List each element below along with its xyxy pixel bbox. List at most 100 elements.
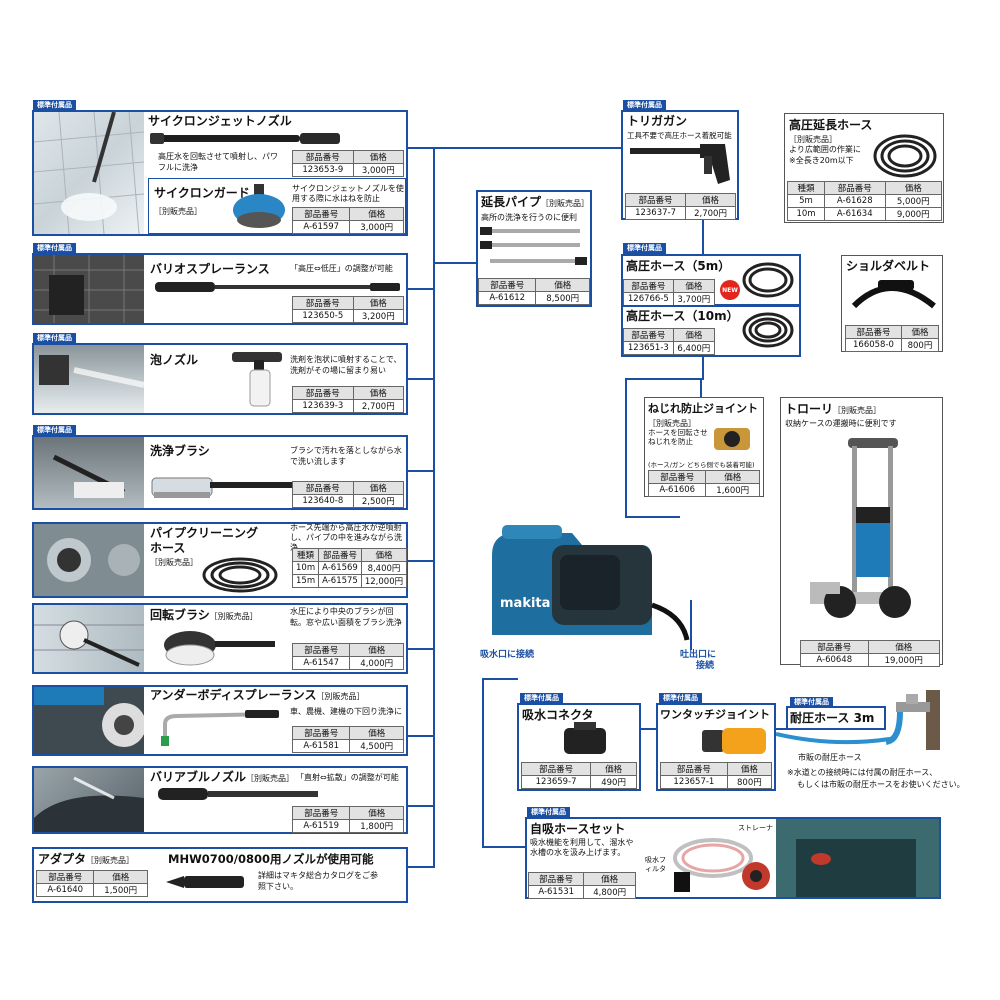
rotary-brush-desc: 水圧により中央のブラシが回転。窓や広い面積をブラシ洗浄 <box>290 607 402 627</box>
anti-twist-note: (ホース/ガン どちら側でも装着可能) <box>648 461 755 469</box>
col-price: 価格 <box>726 762 773 776</box>
part-number: 123653-9 <box>292 163 354 177</box>
pipe-cleaning-title-2: ホース <box>150 541 186 555</box>
connector-line <box>407 378 435 380</box>
part-number: A-61575 <box>318 574 362 588</box>
machine-brand-text: makita <box>500 596 550 611</box>
variable-nozzle-title: バリアブルノズル［別販売品］ <box>150 770 294 786</box>
connector-line <box>625 378 704 380</box>
car-wash-photo <box>34 768 144 832</box>
hose-10m-coil-image <box>742 312 794 348</box>
col-price: 価格 <box>349 207 404 221</box>
col-price: 価格 <box>672 279 716 293</box>
part-number: 166058-0 <box>845 338 902 352</box>
suction-connector-image <box>564 722 606 754</box>
col-part: 部品番号 <box>318 548 362 562</box>
type: 15m <box>291 574 320 588</box>
price: 3,700円 <box>672 292 716 306</box>
part-number: 123657-1 <box>660 775 728 789</box>
suction-connector-title: 吸水コネクタ <box>522 708 594 722</box>
pipe-cleaning-title-1: パイプクリーニング <box>150 526 259 540</box>
col-price: 価格 <box>352 150 405 164</box>
type: 5m <box>787 194 825 208</box>
part-number: A-61531 <box>527 885 585 899</box>
adapter-image <box>166 876 244 888</box>
market-hose-label: 市販の耐圧ホース <box>798 753 862 762</box>
market-hose-line <box>776 732 897 745</box>
strainer-label: ストレーナ <box>738 824 773 832</box>
pipe-cleaning-desc: ホース先端から高圧水が逆噴射し、パイプの中を進みながら洗浄 <box>290 523 402 552</box>
shoulder-belt-title: ショルダベルト <box>846 259 931 273</box>
part-number: A-61597 <box>291 220 351 234</box>
col-part: 部品番号 <box>35 870 95 884</box>
underbody-photo <box>34 687 144 754</box>
standard-tag: 標準付属品 <box>659 693 702 704</box>
connector-line <box>640 728 658 730</box>
pressure-hose-note-1: ※水道との接続時には付属の耐圧ホース、 <box>787 768 938 777</box>
hose-5m-title: 高圧ホース（5m） <box>626 259 731 273</box>
adapter-title: アダプタ［別販売品］ <box>38 852 134 868</box>
inlet-label: 吸水口に接続 <box>480 650 535 660</box>
connector-line <box>407 866 435 868</box>
cyclone-jet-desc: 高圧水を回転させて噴射し、パワフルに洗浄 <box>158 152 278 172</box>
part-number: A-61547 <box>291 656 351 670</box>
foam-nozzle-title: 泡ノズル <box>150 353 199 367</box>
price: 800円 <box>900 338 940 352</box>
anti-twist-joint-image <box>714 428 750 450</box>
rotary-brush-title: 回転ブラシ［別販売品］ <box>150 608 258 624</box>
col-part: 部品番号 <box>292 296 354 310</box>
price: 2,500円 <box>352 494 405 508</box>
part-number: A-61634 <box>823 207 886 221</box>
part-number: 123651-3 <box>623 341 674 355</box>
price: 4,000円 <box>349 656 404 670</box>
pressure-washer-machine-image: makita <box>492 525 690 641</box>
rotary-brush-image <box>164 631 275 666</box>
col-part: 部品番号 <box>823 181 886 195</box>
col-part: 部品番号 <box>291 806 351 820</box>
standard-tag: 標準付属品 <box>623 243 666 254</box>
col-type: 種類 <box>291 548 320 562</box>
self-suction-hose-image <box>673 838 770 892</box>
price: 5,000円 <box>884 194 943 208</box>
foam-photo <box>34 345 144 413</box>
col-type: 種類 <box>787 181 825 195</box>
hp-extension-hose-desc2: ※全長き20m以下 <box>789 156 854 165</box>
connector-line <box>407 805 435 807</box>
connector-line <box>700 378 702 398</box>
part-number: 123659-7 <box>520 775 592 789</box>
filter-label: 吸水フィルタ <box>645 856 666 873</box>
foam-nozzle-desc: 洗剤を泡状に噴射することで、洗剤がその場に留まり易い <box>290 355 402 375</box>
rotary-brush-photo <box>34 605 144 672</box>
trolley-title-text: トローリ <box>785 402 834 416</box>
connector-line <box>690 600 692 650</box>
price: 12,000円 <box>360 574 408 588</box>
standard-tag: 標準付属品 <box>33 100 76 111</box>
adapter-heading: MHW0700/0800用ノズルが使用可能 <box>168 852 374 866</box>
cyclone-jet-title: サイクロンジェットノズル <box>148 114 292 128</box>
cyclone-guard-image <box>233 184 285 228</box>
part-number: A-61581 <box>291 739 351 753</box>
connector-line <box>407 648 435 650</box>
hose-5m-coil-image <box>742 262 794 298</box>
cyclone-jet-nozzle-image <box>150 133 340 144</box>
vario-spray-lance-image <box>155 282 400 292</box>
connector-line <box>625 378 627 518</box>
hose-10m-title: 高圧ホース（10m） <box>626 309 739 323</box>
connector-line <box>482 678 518 680</box>
underbody-title: アンダーボディスプレーランス［別販売品］ <box>150 688 364 704</box>
pressure-hose-title: 耐圧ホース 3m <box>790 711 875 725</box>
standard-tag: 標準付属品 <box>33 425 76 436</box>
underbody-desc: 車、農機、建機の下回り洗浄に <box>290 707 402 716</box>
connector-line <box>433 147 435 867</box>
price: 8,500円 <box>535 291 590 305</box>
